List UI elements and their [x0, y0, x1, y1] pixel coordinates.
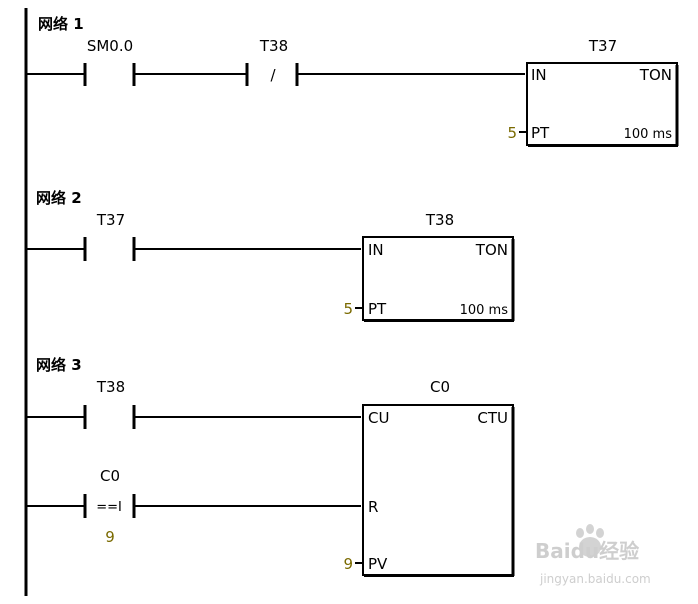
network-3-box-r-pin: R	[368, 498, 378, 516]
network-3-contact-1-label: T38	[96, 378, 125, 396]
network-1-box-name: T37	[588, 37, 617, 55]
network-2-contact-1-label: T37	[96, 211, 125, 229]
network-3-contact-2-symbol: ==I	[96, 500, 122, 515]
network-3-counter-box[interactable]	[362, 404, 515, 577]
network-1-box-pt-value[interactable]: 5	[507, 124, 517, 142]
network-3-box-type: CTU	[477, 409, 508, 427]
network-3-box-name: C0	[430, 378, 450, 396]
network-1-contact-2-symbol: /	[270, 66, 276, 84]
paw-icon	[576, 524, 604, 557]
network-3-label[interactable]: 网络 3	[36, 356, 82, 374]
network-1-box-in-pin: IN	[531, 66, 547, 84]
network-2-box-type: TON	[475, 241, 508, 259]
network-3-box-pv-value[interactable]: 9	[343, 555, 353, 573]
network-2-box-resolution: 100 ms	[460, 303, 509, 318]
network-1-label[interactable]: 网络 1	[38, 15, 84, 33]
network-1-box-resolution: 100 ms	[624, 127, 673, 142]
watermark-url-text: jingyan.baidu.com	[539, 572, 651, 586]
network-3-contact-1[interactable]	[26, 405, 136, 429]
watermark-logo-text: Baidu经验	[535, 539, 639, 563]
network-2-label[interactable]: 网络 2	[36, 189, 82, 207]
network-1-box-pt-pin: PT	[531, 124, 550, 142]
network-2-box-name: T38	[425, 211, 454, 229]
network-2-contact-1[interactable]	[26, 237, 136, 261]
network-2-box-pt-pin: PT	[368, 300, 387, 318]
network-3-contact-2-label: C0	[100, 467, 120, 485]
network-1-contact-2-label: T38	[259, 37, 288, 55]
network-1-contact-1-label: SM0.0	[87, 37, 133, 55]
network-2-timer-box[interactable]	[362, 236, 515, 322]
network-3-contact-2-operand[interactable]: 9	[105, 528, 115, 546]
network-3-box-cu-pin: CU	[368, 409, 389, 427]
network-1-contact-2[interactable]: /	[245, 63, 299, 86]
network-1-box-type: TON	[639, 66, 672, 84]
network-3-box-pv-pin: PV	[368, 555, 388, 573]
network-2-box-pt-value[interactable]: 5	[343, 300, 353, 318]
baidu-jingyan-watermark: Baidu经验 jingyan.baidu.com	[535, 524, 651, 586]
network-2-box-in-pin: IN	[368, 241, 384, 259]
network-1-timer-box[interactable]	[526, 62, 679, 147]
network-3-contact-2[interactable]	[26, 494, 136, 518]
network-1-contact-1[interactable]	[26, 63, 136, 86]
